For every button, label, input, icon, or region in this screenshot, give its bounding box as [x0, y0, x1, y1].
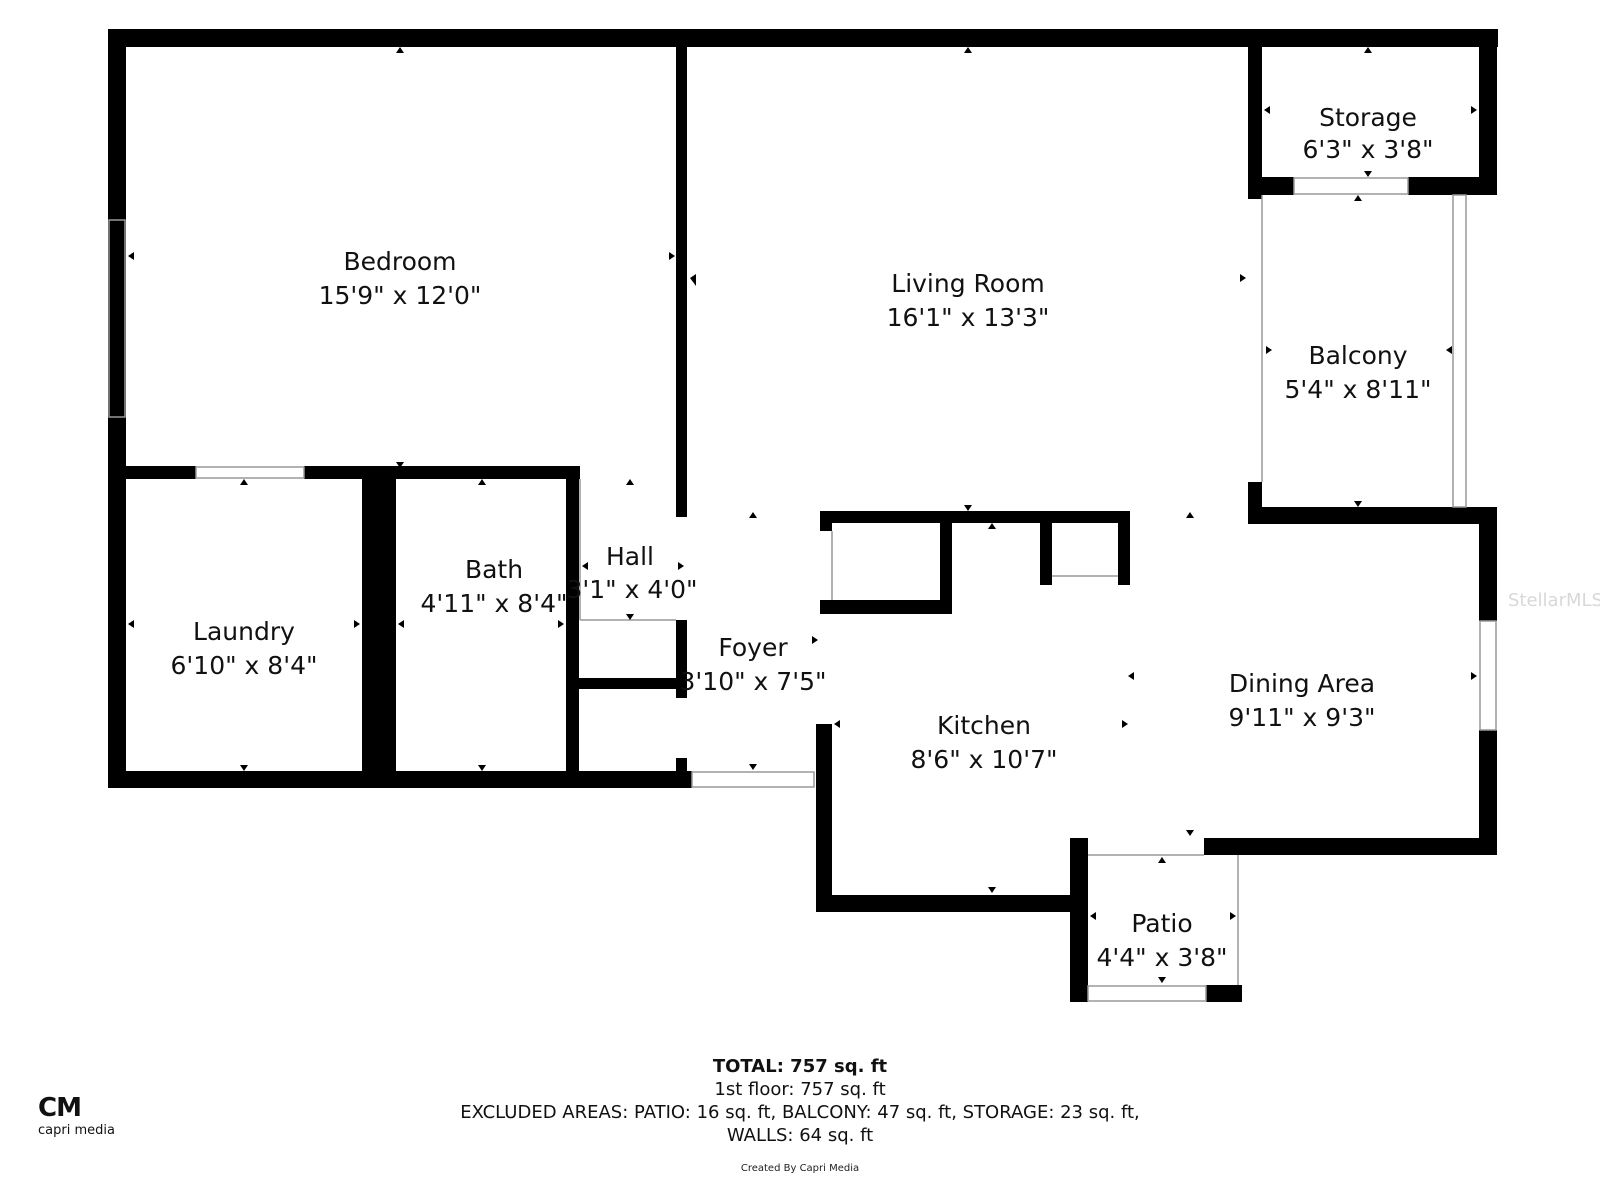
room-patio: Patio 4'4" x 3'8": [1096, 909, 1227, 972]
room-name: Bedroom: [343, 247, 456, 276]
room-name: Storage: [1319, 103, 1417, 132]
room-dimensions: 3'10" x 7'5": [680, 667, 827, 696]
room-dimensions: 9'11" x 9'3": [1229, 703, 1376, 732]
room-name: Foyer: [718, 633, 788, 662]
foyer-door-opening: [691, 771, 815, 788]
watermark: StellarMLS: [1508, 590, 1600, 611]
laundry-door-opening: [195, 466, 305, 479]
room-dimensions: 8'6" x 10'7": [911, 745, 1058, 774]
room-name: Hall: [606, 542, 654, 571]
room-name: Living Room: [891, 269, 1044, 298]
room-dimensions: 6'10" x 8'4": [171, 651, 318, 680]
area-summary: TOTAL: 757 sq. ft 1st floor: 757 sq. ft …: [0, 1055, 1600, 1147]
windows-and-openings: [108, 177, 1497, 1002]
walls-area: WALLS: 64 sq. ft: [726, 1125, 874, 1146]
room-name: Dining Area: [1229, 669, 1375, 698]
excluded-areas: EXCLUDED AREAS: PATIO: 16 sq. ft, BALCON…: [460, 1102, 1140, 1123]
floor-area: 1st floor: 757 sq. ft: [714, 1079, 886, 1100]
room-name: Bath: [465, 555, 523, 584]
room-storage: Storage 6'3" x 3'8": [1302, 103, 1433, 164]
walls: [108, 29, 1498, 1002]
room-dimensions: 6'3" x 3'8": [1302, 135, 1433, 164]
room-dimensions: 15'9" x 12'0": [319, 281, 482, 310]
room-bedroom: Bedroom 15'9" x 12'0": [319, 247, 482, 310]
dimension-ticks: [128, 47, 1477, 983]
dining-window: [1479, 620, 1497, 731]
room-dimensions: 3'1" x 4'0": [566, 575, 697, 604]
room-name: Kitchen: [937, 711, 1031, 740]
room-name: Laundry: [193, 617, 295, 646]
patio-opening: [1087, 985, 1207, 1002]
balcony-railing: [1452, 194, 1467, 508]
capri-media-logo: CM capri media: [38, 1095, 138, 1138]
room-laundry: Laundry 6'10" x 8'4": [171, 617, 318, 680]
room-name: Balcony: [1308, 341, 1407, 370]
room-balcony: Balcony 5'4" x 8'11": [1285, 341, 1432, 404]
room-hall: Hall 3'1" x 4'0": [566, 542, 697, 604]
room-dining: Dining Area 9'11" x 9'3": [1229, 669, 1376, 732]
room-name: Patio: [1131, 909, 1192, 938]
room-living: Living Room 16'1" x 13'3": [887, 269, 1050, 332]
room-bath: Bath 4'11" x 8'4": [421, 555, 568, 618]
room-dimensions: 4'11" x 8'4": [421, 589, 568, 618]
total-area: TOTAL: 757 sq. ft: [712, 1056, 888, 1077]
room-dimensions: 16'1" x 13'3": [887, 303, 1050, 332]
room-dimensions: 5'4" x 8'11": [1285, 375, 1432, 404]
room-foyer: Foyer 3'10" x 7'5": [680, 633, 827, 696]
storage-opening: [1293, 177, 1409, 195]
credit-line: Created By Capri Media: [740, 1163, 860, 1174]
room-kitchen: Kitchen 8'6" x 10'7": [911, 711, 1058, 774]
logo-text: capri media: [38, 1123, 115, 1138]
room-dimensions: 4'4" x 3'8": [1096, 943, 1227, 972]
bedroom-window: [108, 219, 126, 418]
logo-mark: CM: [38, 1093, 82, 1123]
